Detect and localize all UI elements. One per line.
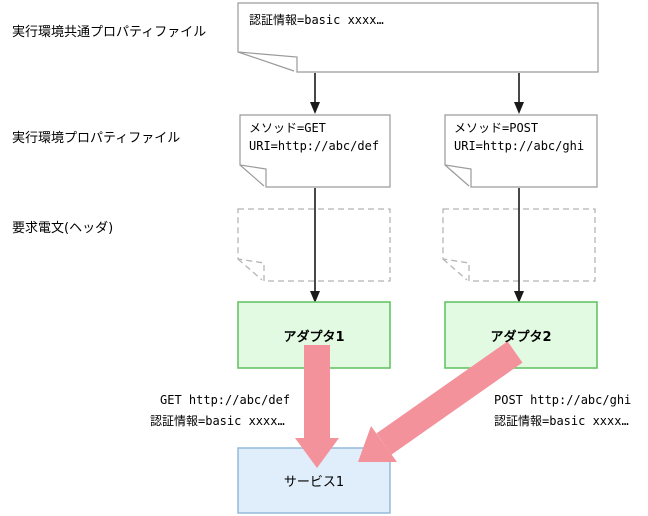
request2-auth: 認証情報=basic xxxx… bbox=[494, 414, 629, 428]
adapter2-label: アダプタ2 bbox=[490, 329, 552, 345]
request2-line: POST http://abc/ghi bbox=[494, 393, 632, 407]
env-props-note1-fold bbox=[239, 164, 265, 187]
env-props-note2-fold bbox=[444, 164, 470, 187]
env-note2-uri: URI=http://abc/ghi bbox=[454, 139, 585, 153]
row-label-request-header: 要求電文(ヘッダ) bbox=[12, 221, 114, 236]
request-arrow-adapter2-shaft bbox=[376, 341, 523, 455]
flow-arrowhead-env1-icon bbox=[310, 102, 320, 114]
common-props-note-fold bbox=[237, 51, 295, 72]
env-props-note1-text: メソッド=GET URI=http://abc/def bbox=[249, 119, 379, 155]
adapter2-box bbox=[444, 301, 598, 369]
env-note2-method: メソッド=POST bbox=[454, 121, 539, 135]
request1-auth: 認証情報=basic xxxx… bbox=[150, 414, 285, 428]
flow-arrowhead-adapter2-icon bbox=[514, 291, 524, 303]
row-label-env-props: 実行環境プロパティファイル bbox=[12, 131, 181, 146]
request1-line: GET http://abc/def bbox=[160, 393, 291, 407]
request-header-note1-shape bbox=[237, 208, 391, 282]
row-label-common-props: 実行環境共通プロパティファイル bbox=[12, 25, 207, 40]
env-note1-uri: URI=http://abc/def bbox=[249, 139, 380, 153]
env-note1-method: メソッド=GET bbox=[249, 121, 326, 135]
request-header-note2-fold bbox=[442, 258, 468, 281]
service1-label: サービス1 bbox=[283, 475, 345, 490]
flow-arrowhead-adapter1-icon bbox=[310, 291, 320, 303]
request-arrowhead-adapter2-icon bbox=[358, 426, 397, 462]
common-props-note-text: 認証情報=basic xxxx… bbox=[249, 13, 384, 27]
request-header-note1-fold bbox=[237, 258, 263, 281]
flow-arrowhead-env2-icon bbox=[514, 102, 524, 114]
request1-annotation: GET http://abc/def 認証情報=basic xxxx… bbox=[150, 390, 290, 432]
request-arrowhead-adapter1-icon bbox=[295, 438, 339, 468]
request2-annotation: POST http://abc/ghi 認証情報=basic xxxx… bbox=[494, 390, 631, 432]
env-props-note2-text: メソッド=POST URI=http://abc/ghi bbox=[454, 119, 584, 155]
adapter1-label: アダプタ1 bbox=[283, 329, 345, 345]
